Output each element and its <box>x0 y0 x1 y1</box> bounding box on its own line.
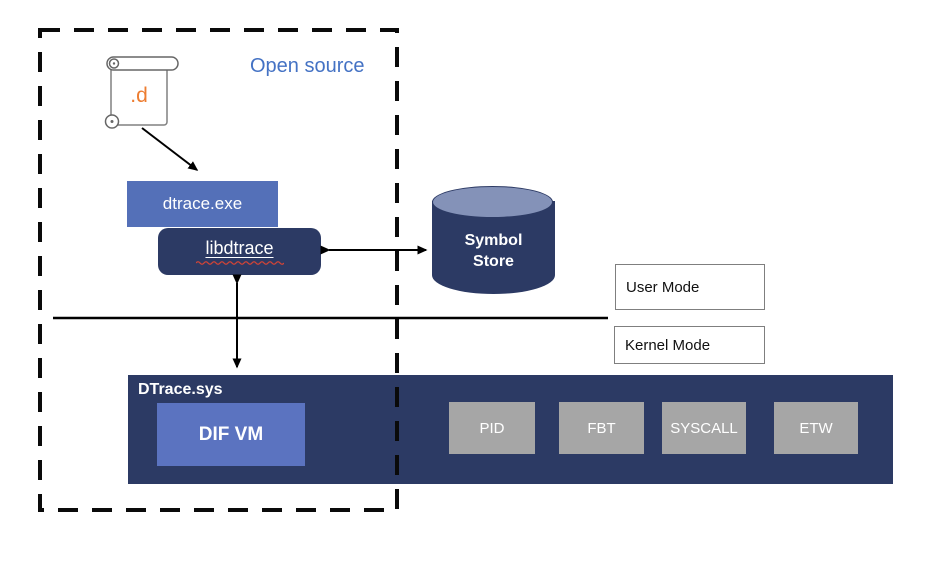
symbol-store-label: Symbol Store <box>432 230 555 272</box>
symbol-store-line1: Symbol <box>464 232 523 249</box>
symbol-store-cylinder: Symbol Store <box>432 186 555 294</box>
provider-fbt-label: FBT <box>587 419 616 437</box>
dtrace-exe-label: dtrace.exe <box>162 194 243 213</box>
user-mode-box: User Mode <box>615 264 765 310</box>
cylinder-top-ellipse <box>432 186 553 218</box>
dtrace-sys-box: DTrace.sys DIF VM PID FBT SYSCALL ETW <box>128 375 893 484</box>
d-script-label: .d <box>130 84 148 107</box>
libdtrace-label: libdtrace <box>205 237 274 258</box>
provider-syscall-label: SYSCALL <box>670 419 738 437</box>
kernel-mode-box: Kernel Mode <box>614 326 765 364</box>
provider-box-fbt: FBT <box>559 402 644 454</box>
user-mode-label: User Mode <box>626 278 700 296</box>
dtrace-exe-box: dtrace.exe <box>127 181 278 227</box>
libdtrace-box: libdtrace <box>158 228 321 275</box>
dif-vm-label: DIF VM <box>198 423 264 445</box>
d-script-file-icon: .d <box>104 56 179 129</box>
symbol-store-line2: Store <box>473 253 514 270</box>
open-source-label: Open source <box>250 55 365 77</box>
dtrace-sys-label: DTrace.sys <box>138 381 223 398</box>
provider-pid-label: PID <box>479 419 505 437</box>
dif-vm-box: DIF VM <box>157 403 305 466</box>
libdtrace-label-wrap: libdtrace <box>195 237 284 266</box>
provider-box-syscall: SYSCALL <box>662 402 746 454</box>
provider-box-etw: ETW <box>774 402 858 454</box>
provider-etw-label: ETW <box>799 419 833 437</box>
arrow-dscript-to-dtrace-exe <box>141 127 199 171</box>
spellcheck-squiggle-icon <box>195 260 284 265</box>
provider-box-pid: PID <box>449 402 535 454</box>
kernel-mode-label: Kernel Mode <box>625 336 711 354</box>
